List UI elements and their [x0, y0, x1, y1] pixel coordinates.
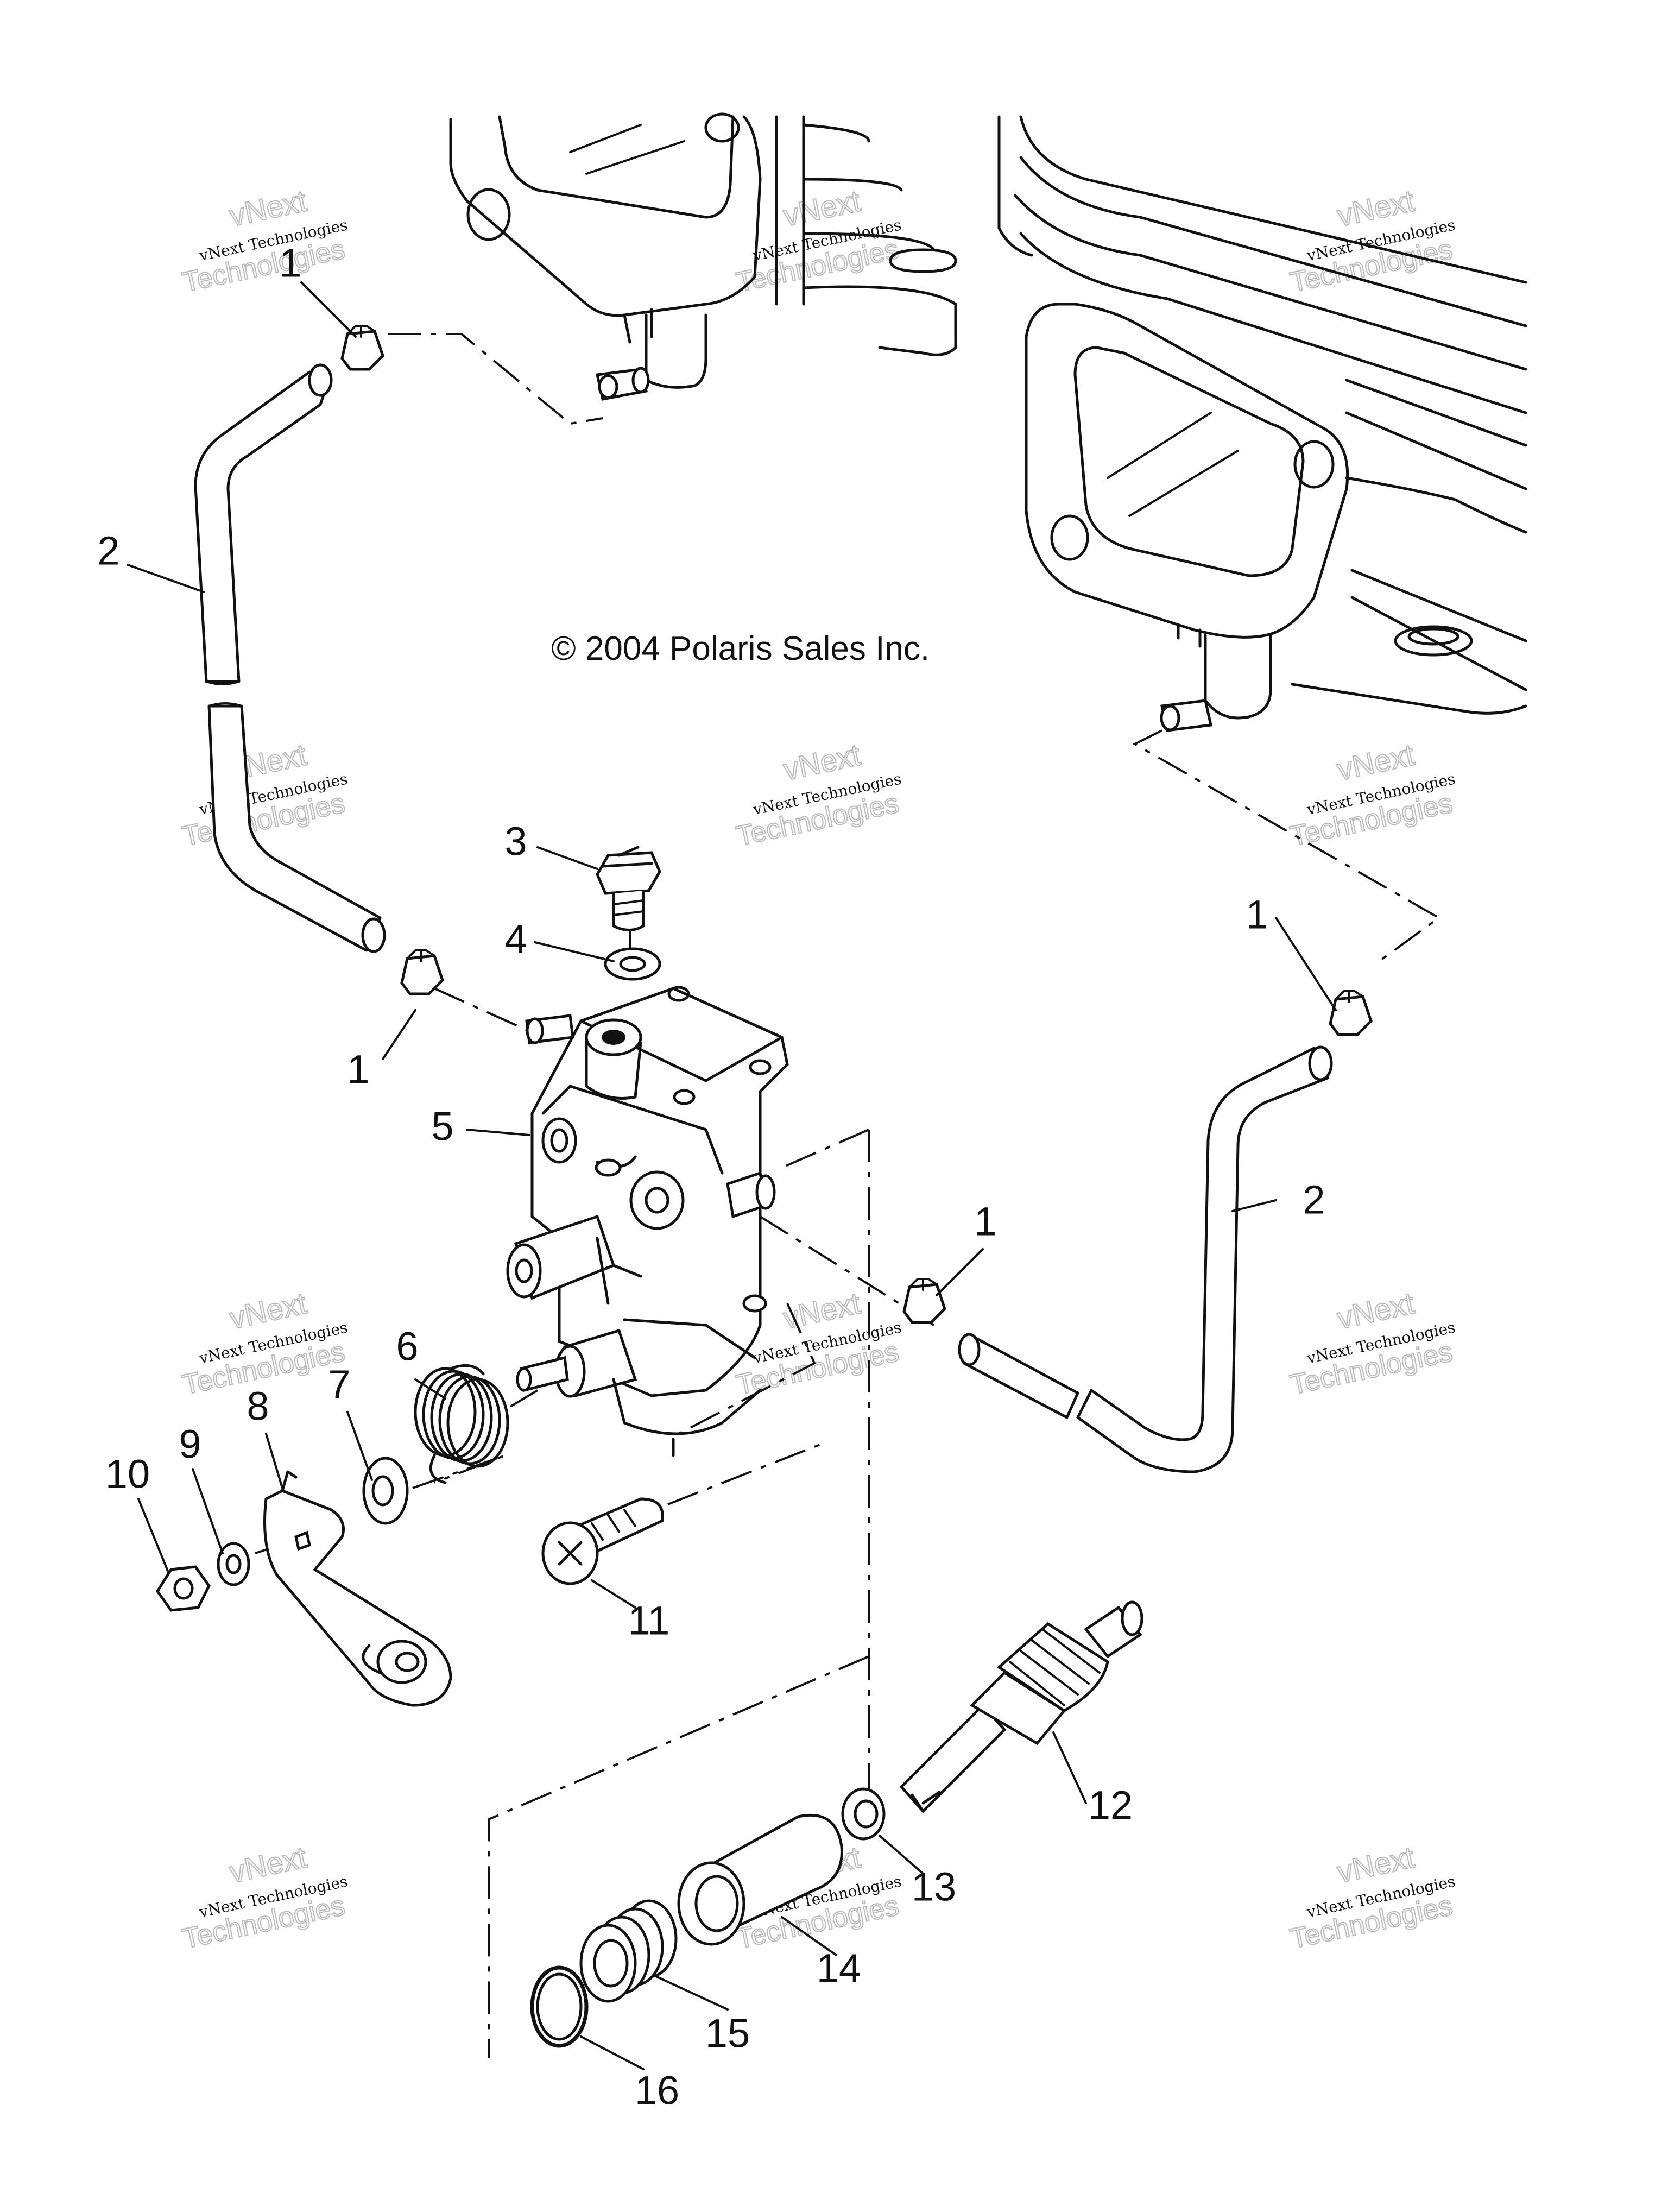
callout-2-left: 2 [97, 528, 119, 574]
watermark: vNext vNext Technologies Technologies [179, 182, 349, 299]
left-hose [194, 363, 386, 953]
right-cylinder [997, 115, 1527, 732]
drive-shaft [899, 1600, 1143, 1813]
seal-ring [841, 1787, 886, 1841]
watermark: vNext vNext Technologies Technologies [179, 736, 349, 853]
watermark: vNext vNext Technologies Technologies [1287, 182, 1457, 299]
svg-text:vNext: vNext [780, 183, 864, 232]
lock-washer [217, 1542, 250, 1586]
o-ring [530, 1965, 589, 2048]
right-hose [958, 1045, 1333, 1473]
hose-clamp [340, 325, 384, 371]
callout-10: 10 [105, 1452, 150, 1497]
flat-washer [362, 1457, 409, 1525]
oil-pump [506, 986, 789, 1457]
left-exhaust-flange [449, 112, 957, 401]
callout-labels: 1 2 3 4 1 5 1 1 2 6 7 8 9 10 11 12 13 14… [97, 241, 1325, 2113]
hose-clamp [902, 1278, 946, 1324]
svg-text:vNext: vNext [226, 183, 310, 232]
callout-15: 15 [705, 2011, 750, 2056]
sealing-washer [604, 947, 661, 981]
mounting-screw [541, 1497, 664, 1585]
watermark: vNext vNext Technologies Technologies [1287, 736, 1457, 853]
hose-clamp [400, 949, 444, 995]
callout-12: 12 [1088, 1783, 1133, 1828]
callout-13: 13 [912, 1864, 956, 1909]
callout-14: 14 [817, 1946, 861, 1991]
bushing [677, 1813, 843, 1946]
copyright-notice: © 2004 Polaris Sales Inc. [551, 630, 930, 667]
svg-text:vNext: vNext [1334, 737, 1418, 786]
callout-5: 5 [431, 1104, 453, 1149]
svg-text:vNext: vNext [226, 1839, 310, 1889]
callout-9: 9 [179, 1422, 201, 1467]
svg-text:vNext: vNext [1334, 183, 1418, 232]
hose-clamps [340, 325, 1373, 1324]
leader-lines [127, 281, 1337, 2070]
callout-8: 8 [247, 1384, 269, 1429]
hose-clamp [1329, 990, 1373, 1036]
callout-11: 11 [628, 1598, 670, 1643]
hex-nut [155, 1565, 211, 1612]
watermark: vNext vNext Technologies Technologies [1287, 1285, 1457, 1401]
svg-text:vNext: vNext [1334, 1285, 1418, 1335]
watermark: vNext vNext Technologies Technologies [179, 1839, 349, 1955]
callout-4: 4 [504, 917, 527, 962]
callout-16: 16 [635, 2068, 679, 2113]
banjo-bolt [596, 846, 661, 931]
callout-1-right: 1 [1246, 892, 1268, 937]
watermark: vNext vNext Technologies Technologies [179, 1285, 349, 1401]
svg-text:vNext: vNext [1334, 1839, 1418, 1889]
torsion-spring [414, 1364, 509, 1484]
watermark: vNext vNext Technologies Technologies [1287, 1839, 1457, 1955]
svg-text:vNext: vNext [226, 1285, 310, 1335]
svg-text:vNext: vNext [780, 1285, 864, 1335]
svg-text:vNext: vNext [780, 737, 864, 786]
watermark: vNext vNext Technologies Technologies [733, 736, 903, 853]
callout-1-top: 1 [279, 241, 301, 286]
callout-7: 7 [328, 1362, 350, 1407]
callout-6: 6 [396, 1324, 418, 1369]
control-lever [263, 1470, 452, 1707]
callout-2-right: 2 [1303, 1177, 1325, 1222]
callout-1-center: 1 [974, 1199, 996, 1244]
gear-seal [579, 1899, 678, 2003]
callout-1-left-mid: 1 [347, 1047, 369, 1092]
callout-3: 3 [504, 819, 527, 864]
